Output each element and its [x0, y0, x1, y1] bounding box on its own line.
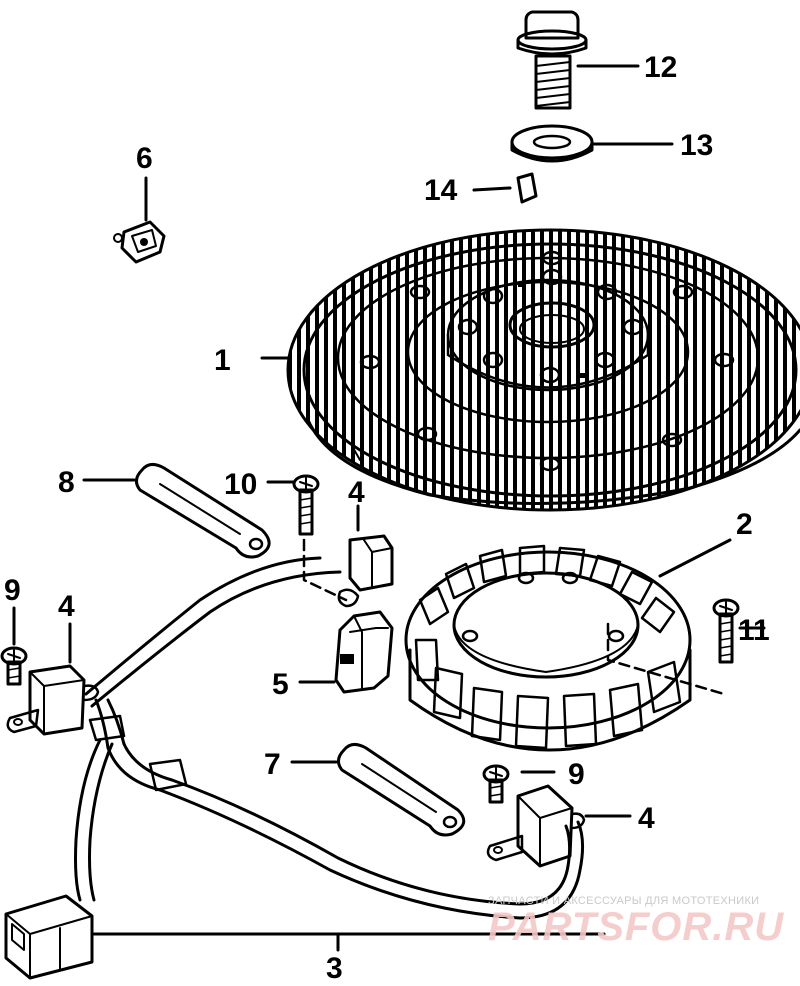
watermark-brand: PARTSFOR.RU	[488, 905, 784, 949]
wire-clamp	[113, 220, 166, 264]
callout-4-upper: 4	[348, 476, 365, 509]
callout-12: 12	[644, 51, 677, 84]
washer	[510, 124, 594, 163]
callout-1: 1	[214, 344, 231, 377]
flywheel-bolt	[516, 10, 588, 110]
callout-2: 2	[736, 508, 753, 541]
wire-harness	[74, 556, 585, 920]
watermark-tagline: ЗАПЧАСТИ И АКСЕССУАРЫ ДЛЯ МОТОТЕХНИКИ	[488, 895, 759, 907]
wire-bracket-upper	[135, 463, 271, 559]
stator-screw	[712, 598, 740, 664]
callout-9-left: 9	[4, 574, 21, 607]
connector-upper	[337, 534, 394, 608]
callout-4-right: 4	[638, 802, 655, 835]
screw-9-right	[482, 764, 510, 804]
callout-9-right: 9	[568, 758, 585, 791]
connector-cover	[334, 610, 394, 694]
screw-9-left	[0, 646, 28, 686]
callout-10: 10	[224, 468, 257, 501]
woodruff-key	[516, 172, 538, 204]
callout-labels: 12 13 14 6 1 2 11 8 10 4 5 4 9 7 9 4 3	[4, 51, 770, 985]
callout-6: 6	[136, 142, 153, 175]
callout-13: 13	[680, 129, 713, 162]
connector-left	[6, 664, 100, 736]
leader-lines	[12, 64, 766, 952]
callout-5: 5	[272, 668, 289, 701]
watermark: ЗАПЧАСТИ И АКСЕССУАРЫ ДЛЯ МОТОТЕХНИКИ PA…	[488, 895, 784, 949]
stator	[404, 544, 692, 752]
callout-3: 3	[326, 952, 343, 985]
flywheel	[286, 228, 800, 512]
bracket-screw	[292, 474, 320, 536]
callout-14: 14	[424, 174, 458, 207]
callout-4-left: 4	[58, 590, 75, 623]
callout-8: 8	[58, 466, 75, 499]
wire-bracket-lower	[337, 743, 466, 837]
main-connector	[4, 894, 94, 980]
callout-11: 11	[738, 614, 770, 647]
callout-7: 7	[264, 748, 281, 781]
